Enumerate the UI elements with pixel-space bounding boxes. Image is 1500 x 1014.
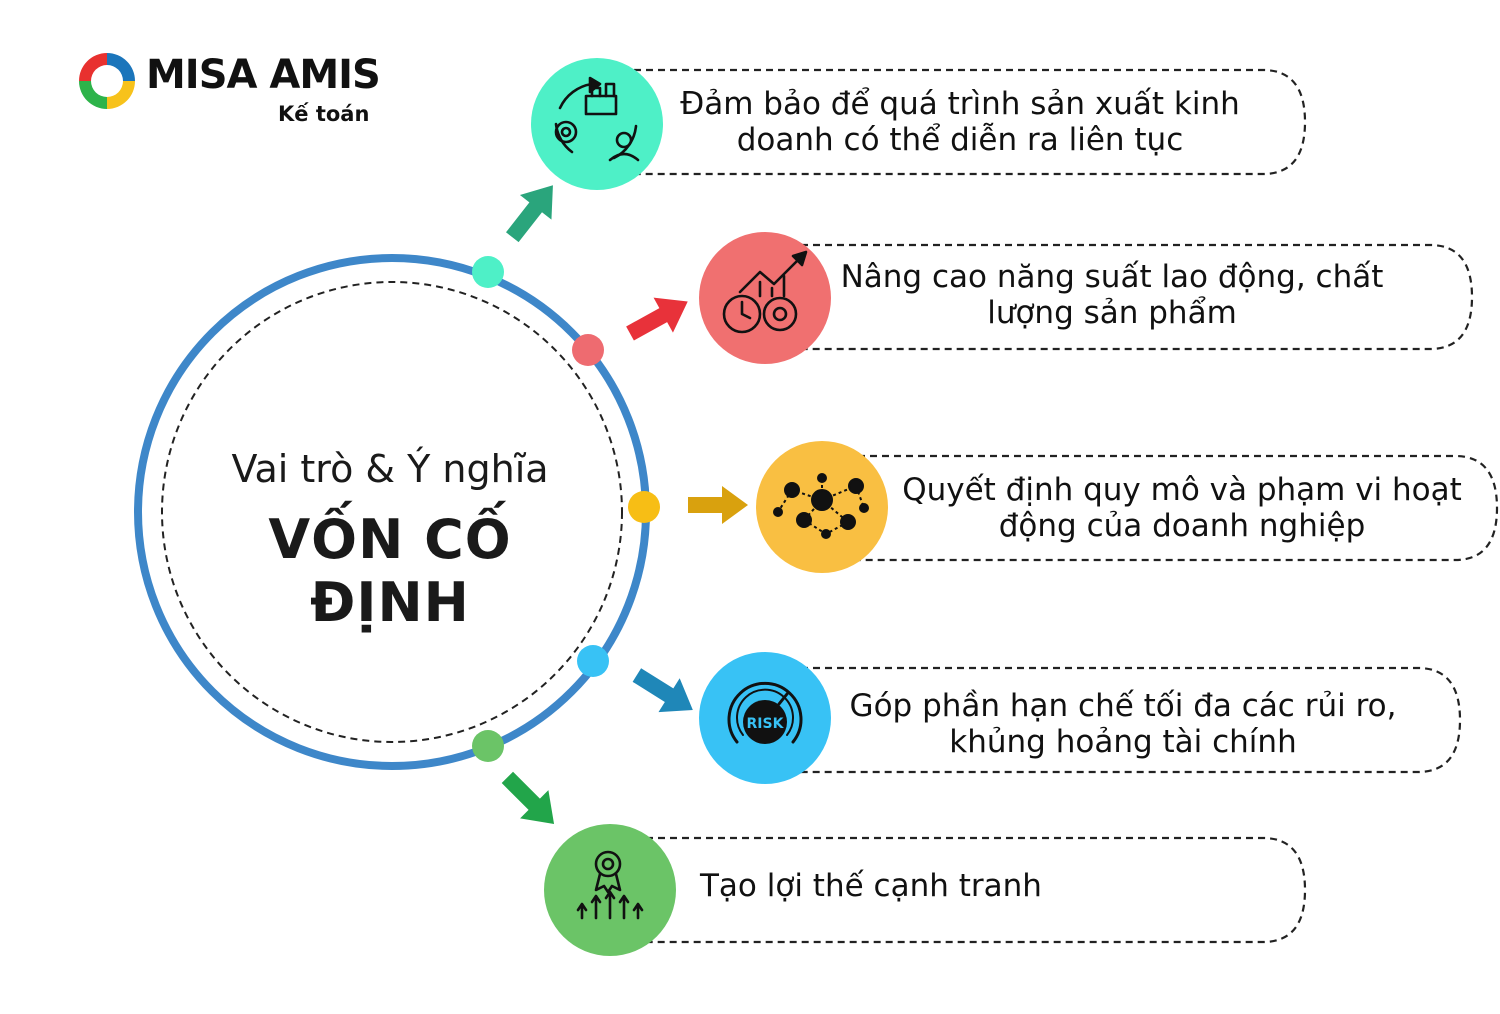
ring-dot-1 — [472, 256, 504, 288]
pill-3 — [822, 454, 1499, 562]
arrow-4 — [632, 668, 693, 713]
icon-circle-1 — [531, 58, 663, 190]
competitive-advantage-icon — [576, 850, 644, 920]
ring-dot-2 — [572, 334, 604, 366]
brand-name: MISA AMIS — [146, 52, 381, 98]
risk-gauge-glyph: RISK — [747, 716, 785, 732]
item-text-2: Nâng cao năng suất lao động, chất lượng … — [840, 259, 1384, 331]
risk-gauge-icon — [727, 681, 803, 744]
arrow-2 — [626, 297, 688, 341]
item-text-1: Đảm bảo để quá trình sản xuất kinh doanh… — [680, 86, 1240, 158]
icon-circle-2 — [699, 232, 831, 364]
item-text-3: Quyết định quy mô và phạm vi hoạt động c… — [902, 472, 1462, 544]
center-title: VỐN CỐ ĐỊNH — [268, 508, 512, 634]
ring-dot-5 — [472, 730, 504, 762]
center-subtitle: Vai trò & Ý nghĩa — [231, 447, 549, 491]
production-cycle-icon — [554, 76, 640, 162]
ring-dot-4 — [577, 645, 609, 677]
brand-subtitle: Kế toán — [278, 102, 370, 126]
arrow-5 — [501, 771, 555, 825]
productivity-growth-icon — [722, 250, 808, 334]
network-scale-icon — [773, 473, 869, 539]
arrow-3 — [688, 486, 748, 524]
ring-dot-3 — [628, 491, 660, 523]
item-text-5: Tạo lợi thế cạnh tranh — [700, 868, 1042, 904]
misa-logo-icon — [79, 53, 135, 109]
item-text-4: Góp phần hạn chế tối đa các rủi ro, khủn… — [849, 688, 1397, 760]
arrow-1 — [505, 185, 553, 243]
center-inner-dashed-ring — [161, 281, 623, 743]
brand-logo: MISA AMIS Kế toán — [76, 48, 381, 138]
